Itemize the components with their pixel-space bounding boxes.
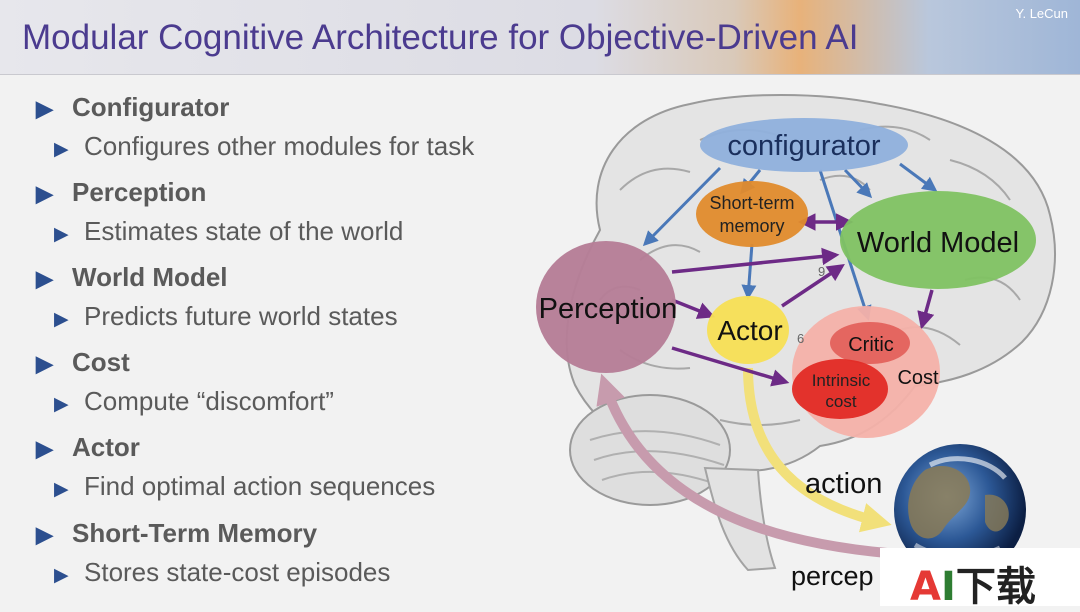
sub-bullet-configurator: ▶Configures other modules for task bbox=[54, 131, 475, 161]
action-label: action bbox=[805, 468, 882, 500]
percept-arrow bbox=[596, 373, 931, 561]
author-label: Y. LeCun bbox=[1015, 6, 1068, 21]
bullet-world-model: ▶World Model bbox=[36, 262, 228, 292]
bullet-triangle-icon: ▶ bbox=[54, 139, 69, 160]
slide-header: Modular Cognitive Architecture for Objec… bbox=[0, 0, 1080, 75]
bullet-triangle-icon: ▶ bbox=[54, 224, 69, 245]
bullet-cost: ▶Cost bbox=[36, 347, 130, 377]
actor-label: Actor bbox=[717, 315, 782, 346]
watermark-logo: AI下载 bbox=[880, 548, 1080, 610]
cost-label: Cost bbox=[897, 367, 939, 389]
percept-label: percep bbox=[791, 561, 874, 591]
sub-bullet-perception: ▶Estimates state of the world bbox=[54, 216, 404, 246]
bullet-configurator: ▶Configurator bbox=[36, 92, 230, 122]
sub-bullet-cost: ▶Compute “discomfort” bbox=[54, 386, 334, 416]
perception-node bbox=[536, 241, 676, 373]
data-flow-arrows bbox=[671, 213, 935, 387]
short-term-memory-label-2: memory bbox=[719, 216, 784, 236]
bullet-triangle-icon: ▶ bbox=[36, 181, 53, 206]
actor-node bbox=[707, 296, 789, 364]
short-term-memory-label-1: Short-term bbox=[709, 193, 794, 213]
intrinsic-cost-label-2: cost bbox=[825, 392, 856, 411]
bullet-triangle-icon: ▶ bbox=[36, 96, 53, 121]
critic-label: Critic bbox=[848, 334, 894, 356]
bullet-triangle-icon: ▶ bbox=[36, 351, 53, 376]
intrinsic-cost-label-1: Intrinsic bbox=[812, 371, 871, 390]
bullet-triangle-icon: ▶ bbox=[36, 266, 53, 291]
world-model-node bbox=[840, 191, 1036, 289]
configurator-node bbox=[700, 118, 908, 172]
bullet-triangle-icon: ▶ bbox=[54, 309, 69, 330]
bullet-triangle-icon: ▶ bbox=[54, 479, 69, 500]
intrinsic-cost-node bbox=[792, 359, 888, 419]
critic-node bbox=[830, 322, 910, 364]
action-arrow bbox=[743, 367, 892, 533]
short-term-memory-node bbox=[696, 181, 808, 247]
brain-number-9: 9 bbox=[818, 264, 825, 279]
bullet-triangle-icon: ▶ bbox=[36, 436, 53, 461]
sub-bullet-world-model: ▶Predicts future world states bbox=[54, 301, 398, 331]
bullet-triangle-icon: ▶ bbox=[36, 522, 53, 547]
sub-bullet-actor: ▶Find optimal action sequences bbox=[54, 471, 436, 501]
bullet-perception: ▶Perception bbox=[36, 177, 207, 207]
brain-number-6: 6 bbox=[797, 331, 804, 346]
bullet-triangle-icon: ▶ bbox=[54, 565, 69, 586]
bullet-short-term-memory: ▶Short-Term Memory bbox=[36, 518, 318, 548]
slide-title: Modular Cognitive Architecture for Objec… bbox=[22, 18, 859, 57]
world-model-label: World Model bbox=[857, 227, 1019, 259]
bullet-triangle-icon: ▶ bbox=[54, 394, 69, 415]
perception-label: Perception bbox=[539, 293, 678, 325]
bullet-actor: ▶Actor bbox=[36, 432, 140, 462]
sub-bullet-short-term-memory: ▶Stores state-cost episodes bbox=[54, 557, 391, 587]
configurator-label: configurator bbox=[727, 130, 880, 162]
